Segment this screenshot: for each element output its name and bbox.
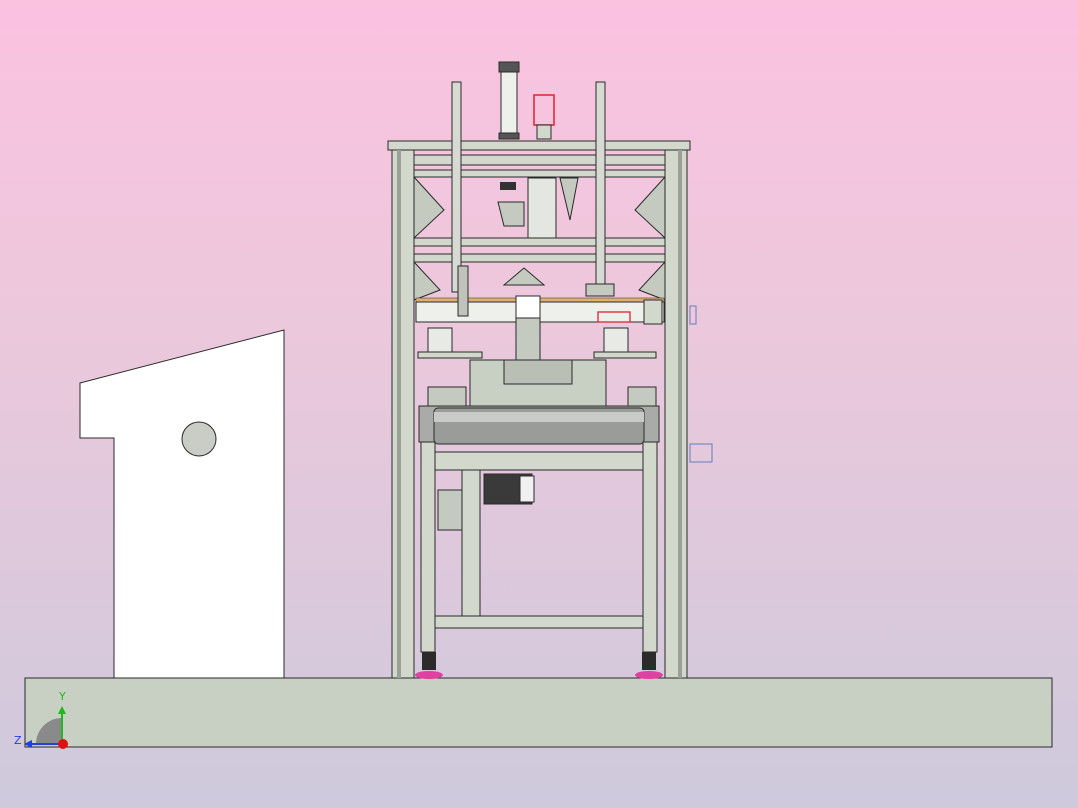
linear-slide[interactable] [415, 265, 665, 365]
red-sensor-block[interactable] [533, 94, 555, 126]
axis-z-label: Z [14, 734, 22, 747]
conveyor-stand[interactable] [420, 441, 658, 653]
axis-y-label: Y [58, 690, 66, 703]
top-actuators[interactable] [451, 61, 606, 293]
view-orientation-icon[interactable]: Y Z [14, 690, 68, 749]
base-plate[interactable] [24, 677, 1053, 748]
leveling-feet [415, 652, 663, 679]
side-panel[interactable] [79, 329, 285, 679]
panel-hole [181, 421, 217, 457]
conveyor-roller[interactable] [418, 386, 660, 445]
machine-frame[interactable] [387, 140, 691, 679]
